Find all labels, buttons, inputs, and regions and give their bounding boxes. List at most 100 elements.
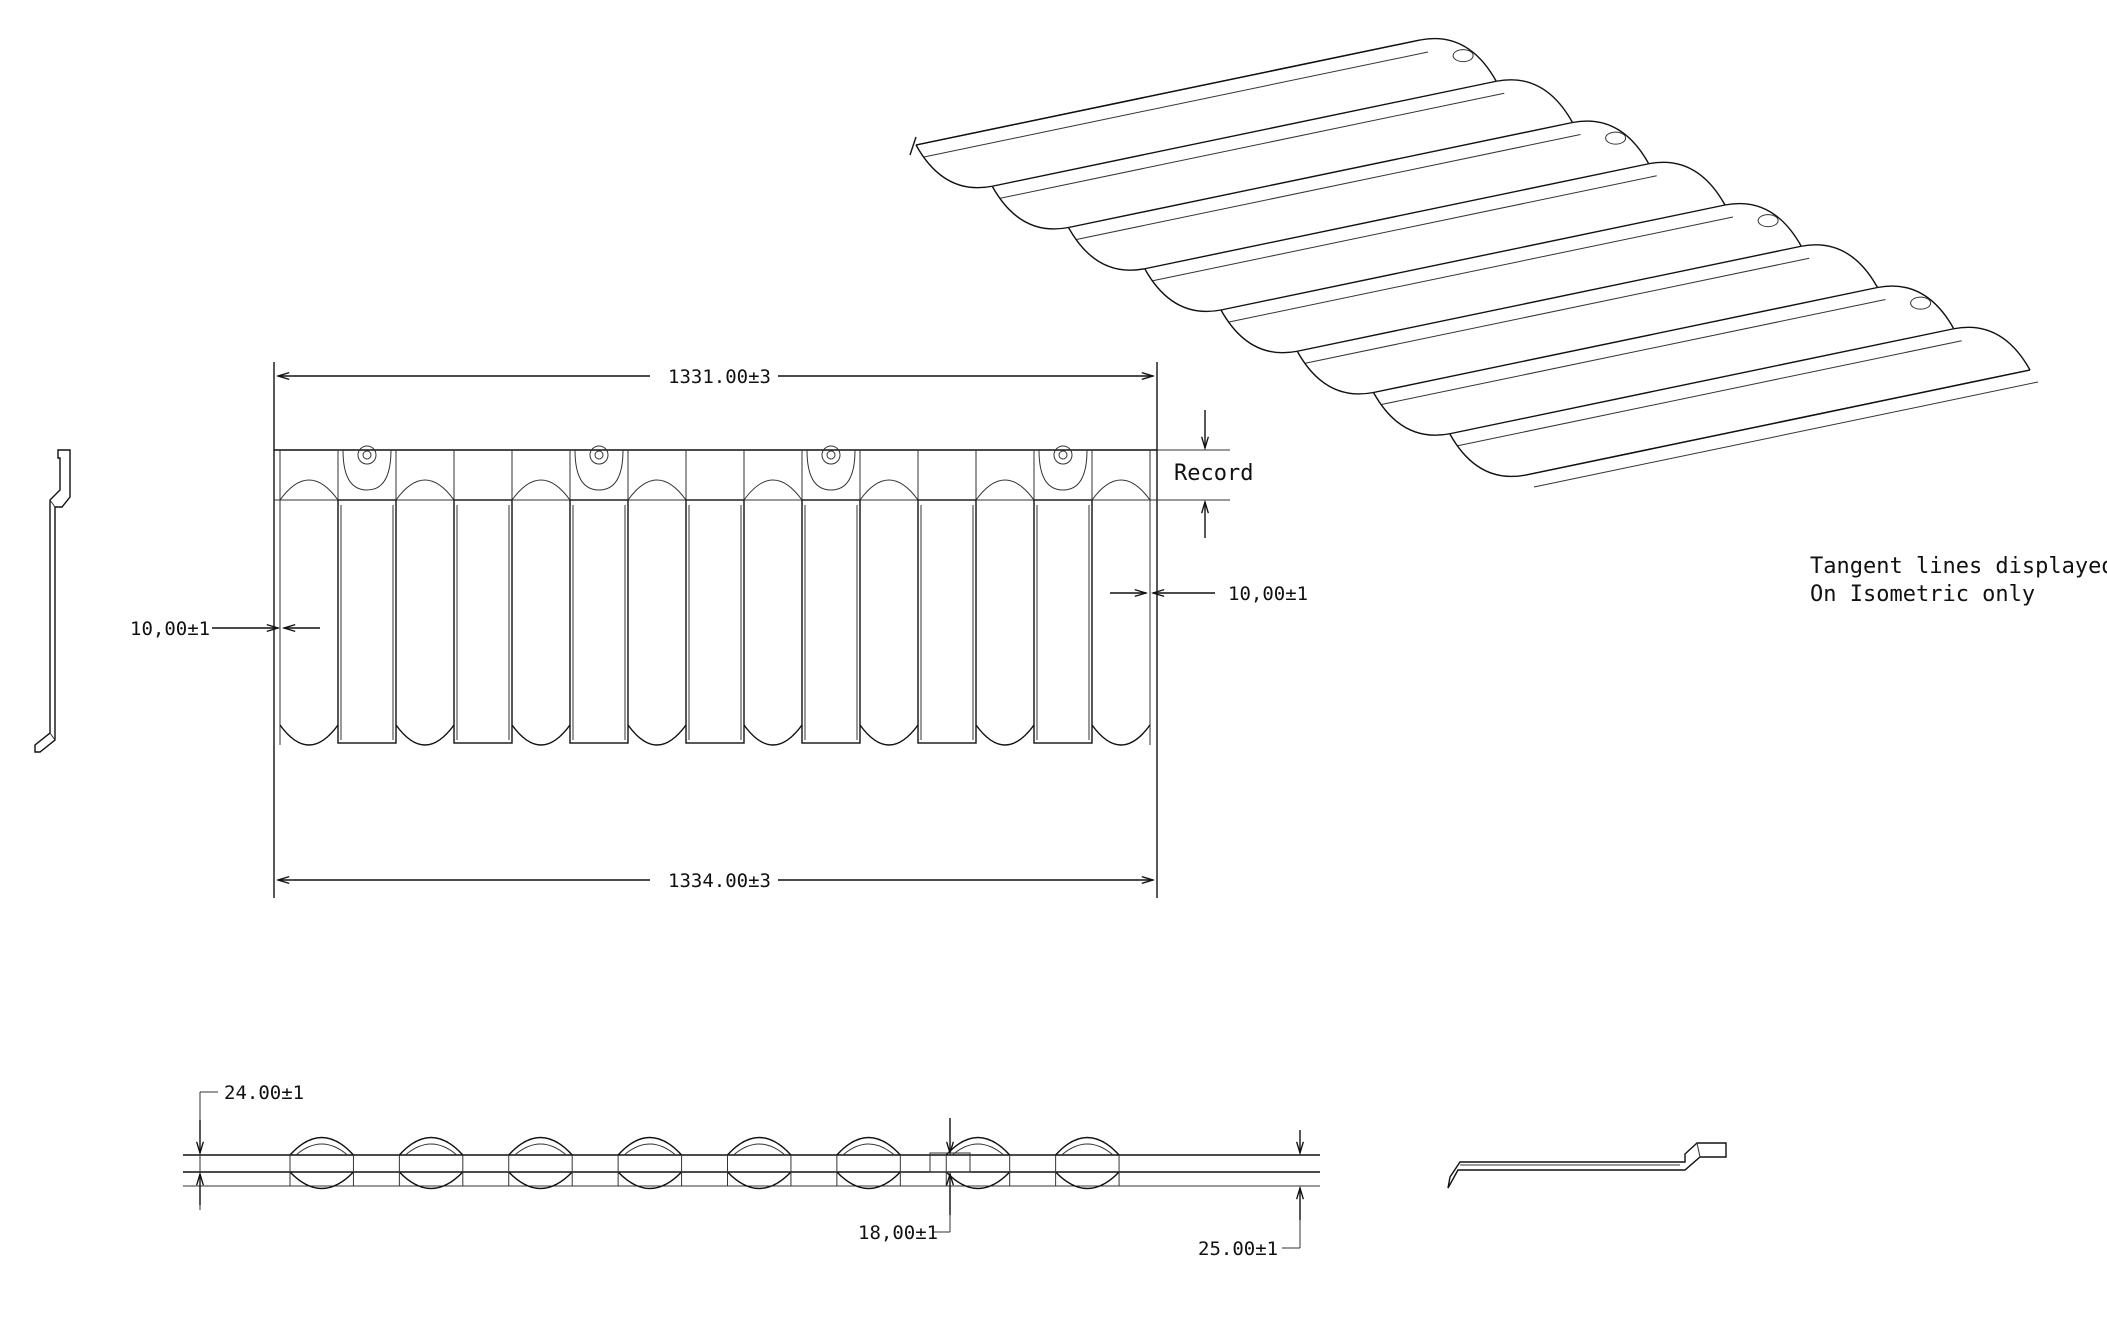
channel-bottom-arc bbox=[975, 724, 1035, 746]
profile-wave-inner bbox=[295, 1143, 348, 1156]
channel-top-arc bbox=[279, 479, 339, 501]
profile-wave-top bbox=[398, 1136, 464, 1156]
nail-hole-center bbox=[1058, 450, 1068, 460]
iso-nail-hole bbox=[1452, 49, 1474, 63]
iso-bottom-wave bbox=[991, 185, 1069, 230]
iso-ridge-line-inner bbox=[1533, 381, 2039, 488]
profile-wave-top bbox=[508, 1136, 573, 1156]
nail-hole bbox=[1053, 445, 1073, 465]
isometric-view bbox=[909, 37, 2039, 488]
iso-bottom-wave bbox=[1144, 268, 1222, 313]
iso-top-scallop bbox=[1801, 244, 1879, 288]
iso-nail-hole bbox=[1605, 131, 1627, 145]
iso-ridge-line-inner bbox=[1076, 134, 1581, 240]
record-label: Record bbox=[1174, 461, 1253, 486]
iso-ridge-line bbox=[1373, 286, 1878, 394]
flat-strip bbox=[801, 499, 861, 744]
iso-ridge-line bbox=[992, 80, 1497, 187]
profile-wave-inner bbox=[733, 1143, 786, 1156]
profile-wave-bottom bbox=[617, 1171, 683, 1190]
iso-nail-hole bbox=[1757, 214, 1779, 228]
bottom-width-dimension: 1334.00±3 bbox=[278, 870, 1153, 892]
profile-wave-top bbox=[289, 1136, 354, 1156]
profile-wave-bottom bbox=[726, 1171, 792, 1190]
iso-bottom-wave bbox=[1220, 309, 1298, 354]
profile-wave-top bbox=[726, 1136, 792, 1156]
flat-strip bbox=[685, 499, 745, 744]
iso-ridge-line bbox=[1144, 163, 1649, 270]
note-line-1: Tangent lines displayed bbox=[1810, 554, 2107, 579]
flat-strip bbox=[917, 499, 977, 744]
profile-depth-mid-label: 18,00±1 bbox=[858, 1222, 938, 1244]
front-view bbox=[273, 362, 1158, 898]
iso-ridge-line-inner bbox=[923, 51, 1429, 158]
channel-bottom-arc bbox=[1091, 724, 1151, 746]
iso-top-scallop bbox=[1877, 285, 1955, 330]
profile-height-right-dimension: 25.00±1 bbox=[1198, 1130, 1300, 1260]
profile-wave-inner bbox=[951, 1143, 1005, 1156]
profile-wave-inner bbox=[1061, 1143, 1114, 1156]
profile-wave-bottom bbox=[1055, 1171, 1120, 1190]
channel-bottom-arc bbox=[395, 724, 455, 746]
iso-ridge-line bbox=[1220, 204, 1726, 311]
left-overlap-label: 10,00±1 bbox=[130, 618, 210, 640]
channel-bottom-arc bbox=[743, 724, 803, 746]
nail-hole-center bbox=[594, 450, 604, 460]
channel-bottom-arc bbox=[279, 724, 339, 746]
profile-wave-bottom bbox=[398, 1171, 464, 1190]
right-overlap-dimension: 10,00±1 bbox=[1110, 583, 1308, 605]
iso-bottom-wave bbox=[1372, 392, 1450, 436]
iso-edge bbox=[1525, 369, 2031, 476]
channel-top-arc bbox=[859, 479, 919, 501]
top-width-label: 1331.00±3 bbox=[668, 366, 771, 388]
profile-wave-top bbox=[836, 1136, 901, 1156]
flat-strip bbox=[337, 499, 397, 744]
channel-top-arc bbox=[975, 479, 1035, 501]
profile-wave-inner bbox=[842, 1143, 895, 1156]
iso-bottom-wave bbox=[1449, 433, 1527, 478]
nail-hole bbox=[821, 445, 841, 465]
profile-wave-inner bbox=[514, 1143, 567, 1156]
nail-hole-center bbox=[826, 450, 836, 460]
profile-height-right-label: 25.00±1 bbox=[1198, 1238, 1278, 1260]
bottom-width-label: 1334.00±3 bbox=[668, 870, 771, 892]
iso-top-scallop bbox=[1572, 120, 1650, 165]
iso-bottom-wave bbox=[1067, 227, 1145, 271]
iso-bottom-wave bbox=[915, 144, 993, 189]
iso-ridge-line bbox=[1449, 328, 1954, 435]
profile-wave-inner bbox=[623, 1143, 676, 1156]
side-profile-view bbox=[34, 449, 71, 753]
iso-ridge-line bbox=[1068, 121, 1573, 229]
channel-top-arc bbox=[511, 479, 571, 501]
iso-ridge-line-inner bbox=[1457, 340, 1962, 447]
channel-top-arc bbox=[395, 479, 455, 501]
iso-edge bbox=[915, 39, 1421, 146]
profile-wave-top bbox=[617, 1136, 683, 1156]
iso-top-scallop bbox=[1496, 79, 1574, 123]
profile-wave-bottom bbox=[508, 1171, 573, 1190]
nail-hole-center bbox=[362, 450, 372, 460]
channel-top-arc bbox=[1091, 479, 1151, 501]
profile-wave-top bbox=[1055, 1136, 1120, 1156]
iso-ridge-line-inner bbox=[1305, 257, 1810, 364]
iso-nail-hole bbox=[1910, 296, 1932, 310]
profile-depth-mid-dimension: 18,00±1 bbox=[858, 1118, 971, 1244]
profile-wave-bottom bbox=[836, 1171, 901, 1190]
iso-top-scallop bbox=[1953, 326, 2031, 371]
nail-hole bbox=[589, 445, 609, 465]
iso-ridge-line-inner bbox=[1381, 299, 1886, 405]
channel-top-arc bbox=[743, 479, 803, 501]
iso-edge bbox=[909, 136, 917, 156]
iso-bottom-wave bbox=[1296, 350, 1374, 395]
iso-ridge-line-inner bbox=[1000, 92, 1505, 199]
left-overlap-dimension: 10,00±1 bbox=[130, 618, 320, 640]
channel-bottom-arc bbox=[511, 724, 571, 746]
iso-top-scallop bbox=[1724, 202, 1802, 247]
profile-height-left-label: 24.00±1 bbox=[224, 1082, 304, 1104]
profile-height-left-dimension: 24.00±1 bbox=[200, 1082, 304, 1210]
channel-top-arc bbox=[627, 479, 687, 501]
profile-wave-bottom bbox=[289, 1171, 354, 1190]
channel-bottom-arc bbox=[859, 724, 919, 746]
nail-hole bbox=[357, 445, 377, 465]
